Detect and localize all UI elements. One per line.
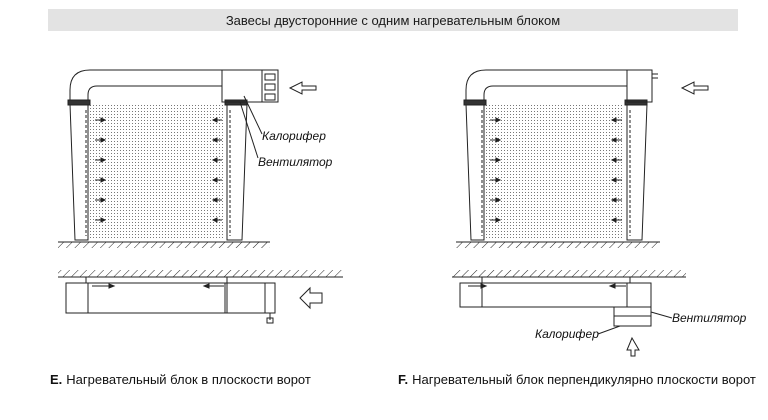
e-top-intake-arrow — [299, 286, 323, 310]
e-top-heater — [224, 282, 266, 314]
caption-e: E.Нагревательный блок в плоскости ворот — [50, 372, 311, 387]
e-air-curtain — [90, 104, 225, 240]
e-fan-leader — [239, 101, 259, 159]
e-fan-label: Вентилятор — [258, 155, 333, 169]
f-fan-leader — [650, 311, 673, 319]
diagram-title: Завесы двусторонние с одним нагревательн… — [225, 12, 561, 28]
f-fan-label: Вентилятор — [672, 311, 747, 325]
f-top-right-unit — [626, 282, 652, 308]
f-left-arrows — [490, 117, 502, 223]
e-heater-block — [221, 69, 263, 103]
e-floor-hatch — [58, 242, 270, 248]
caption-f-text: Нагревательный блок перпендикулярно плос… — [412, 372, 756, 387]
e-duct-outer — [69, 69, 222, 104]
e-top-left-unit — [65, 282, 89, 314]
f-top-view — [452, 270, 686, 357]
e-heater-leader — [243, 95, 263, 135]
e-front-view — [58, 69, 317, 248]
f-duct-inner — [483, 85, 627, 104]
f-top-duct — [481, 282, 628, 308]
f-top-intake-arrow — [626, 336, 640, 357]
f-heater-block — [626, 69, 653, 103]
caption-f: F.Нагревательный блок перпендикулярно пл… — [398, 372, 756, 387]
caption-e-text: Нагревательный блок в плоскости ворот — [66, 372, 311, 387]
e-fan-block — [261, 69, 279, 103]
f-top-left-unit — [459, 282, 483, 308]
f-front-view — [456, 69, 709, 248]
e-top-duct — [87, 282, 228, 314]
e-heater-label: Калорифер — [262, 129, 326, 143]
f-heater-leader — [597, 325, 621, 335]
f-duct-outer — [465, 69, 627, 104]
e-left-column — [69, 103, 89, 241]
e-top-view — [58, 270, 343, 324]
title-bar: Завесы двусторонние с одним нагревательн… — [48, 9, 738, 31]
e-left-arrows — [95, 117, 107, 223]
f-intake-arrow — [680, 81, 709, 95]
f-top-fan — [613, 315, 652, 327]
f-wall-hatch — [452, 270, 686, 277]
caption-e-letter: E. — [50, 372, 63, 387]
f-floor-hatch — [456, 242, 660, 248]
e-right-arrows — [211, 117, 222, 223]
e-top-fan — [264, 282, 276, 314]
e-wall-hatch — [58, 270, 343, 277]
e-intake-arrow — [288, 81, 317, 95]
f-right-arrows — [610, 117, 622, 223]
f-top-heater — [613, 306, 652, 317]
caption-f-letter: F. — [398, 372, 409, 387]
f-left-column — [465, 103, 485, 241]
f-air-curtain — [486, 104, 623, 240]
f-heater-label: Калорифер — [535, 327, 599, 341]
e-duct-inner — [87, 85, 222, 104]
